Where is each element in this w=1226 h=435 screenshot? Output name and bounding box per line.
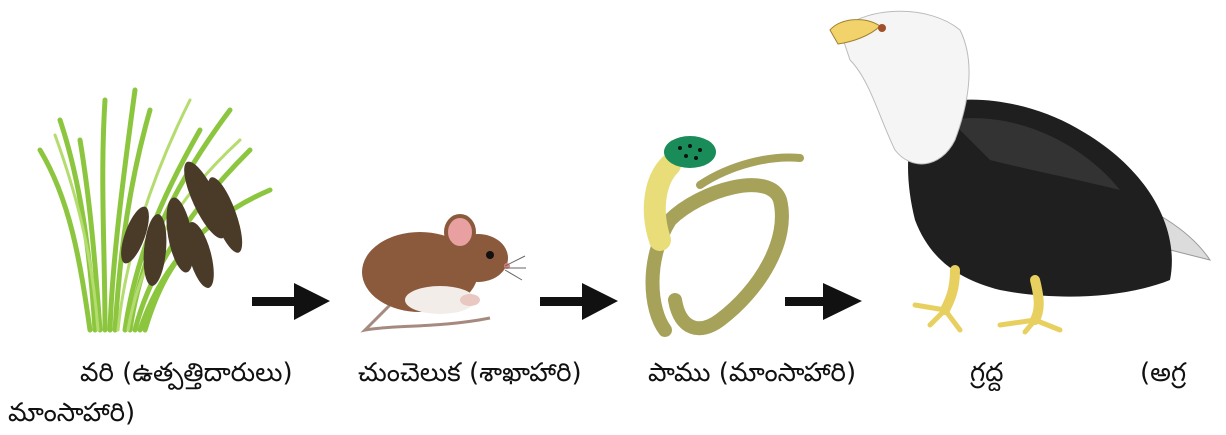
rice-plant-image xyxy=(40,90,270,330)
cobra-image xyxy=(653,136,801,330)
right-arrow-icon xyxy=(785,283,862,320)
right-arrow-icon xyxy=(540,283,618,320)
eagle-caption-type-end: మాంసాహారి) xyxy=(8,398,135,434)
mouse-image xyxy=(362,216,526,330)
eagle-image xyxy=(830,11,1210,332)
right-arrow-icon xyxy=(252,283,330,320)
eagle-caption-name: గ్రద్ద xyxy=(970,358,1004,394)
rice-caption: వరి (ఉత్పత్తిదారులు) xyxy=(80,358,293,394)
eagle-caption-type-start: (అగ్ర xyxy=(1140,358,1186,394)
cobra-caption: పాము (మాంసాహారి) xyxy=(648,358,856,394)
mouse-caption: చుంచెలుక (శాఖాహారి) xyxy=(358,358,582,394)
food-chain-diagram xyxy=(0,0,1226,340)
